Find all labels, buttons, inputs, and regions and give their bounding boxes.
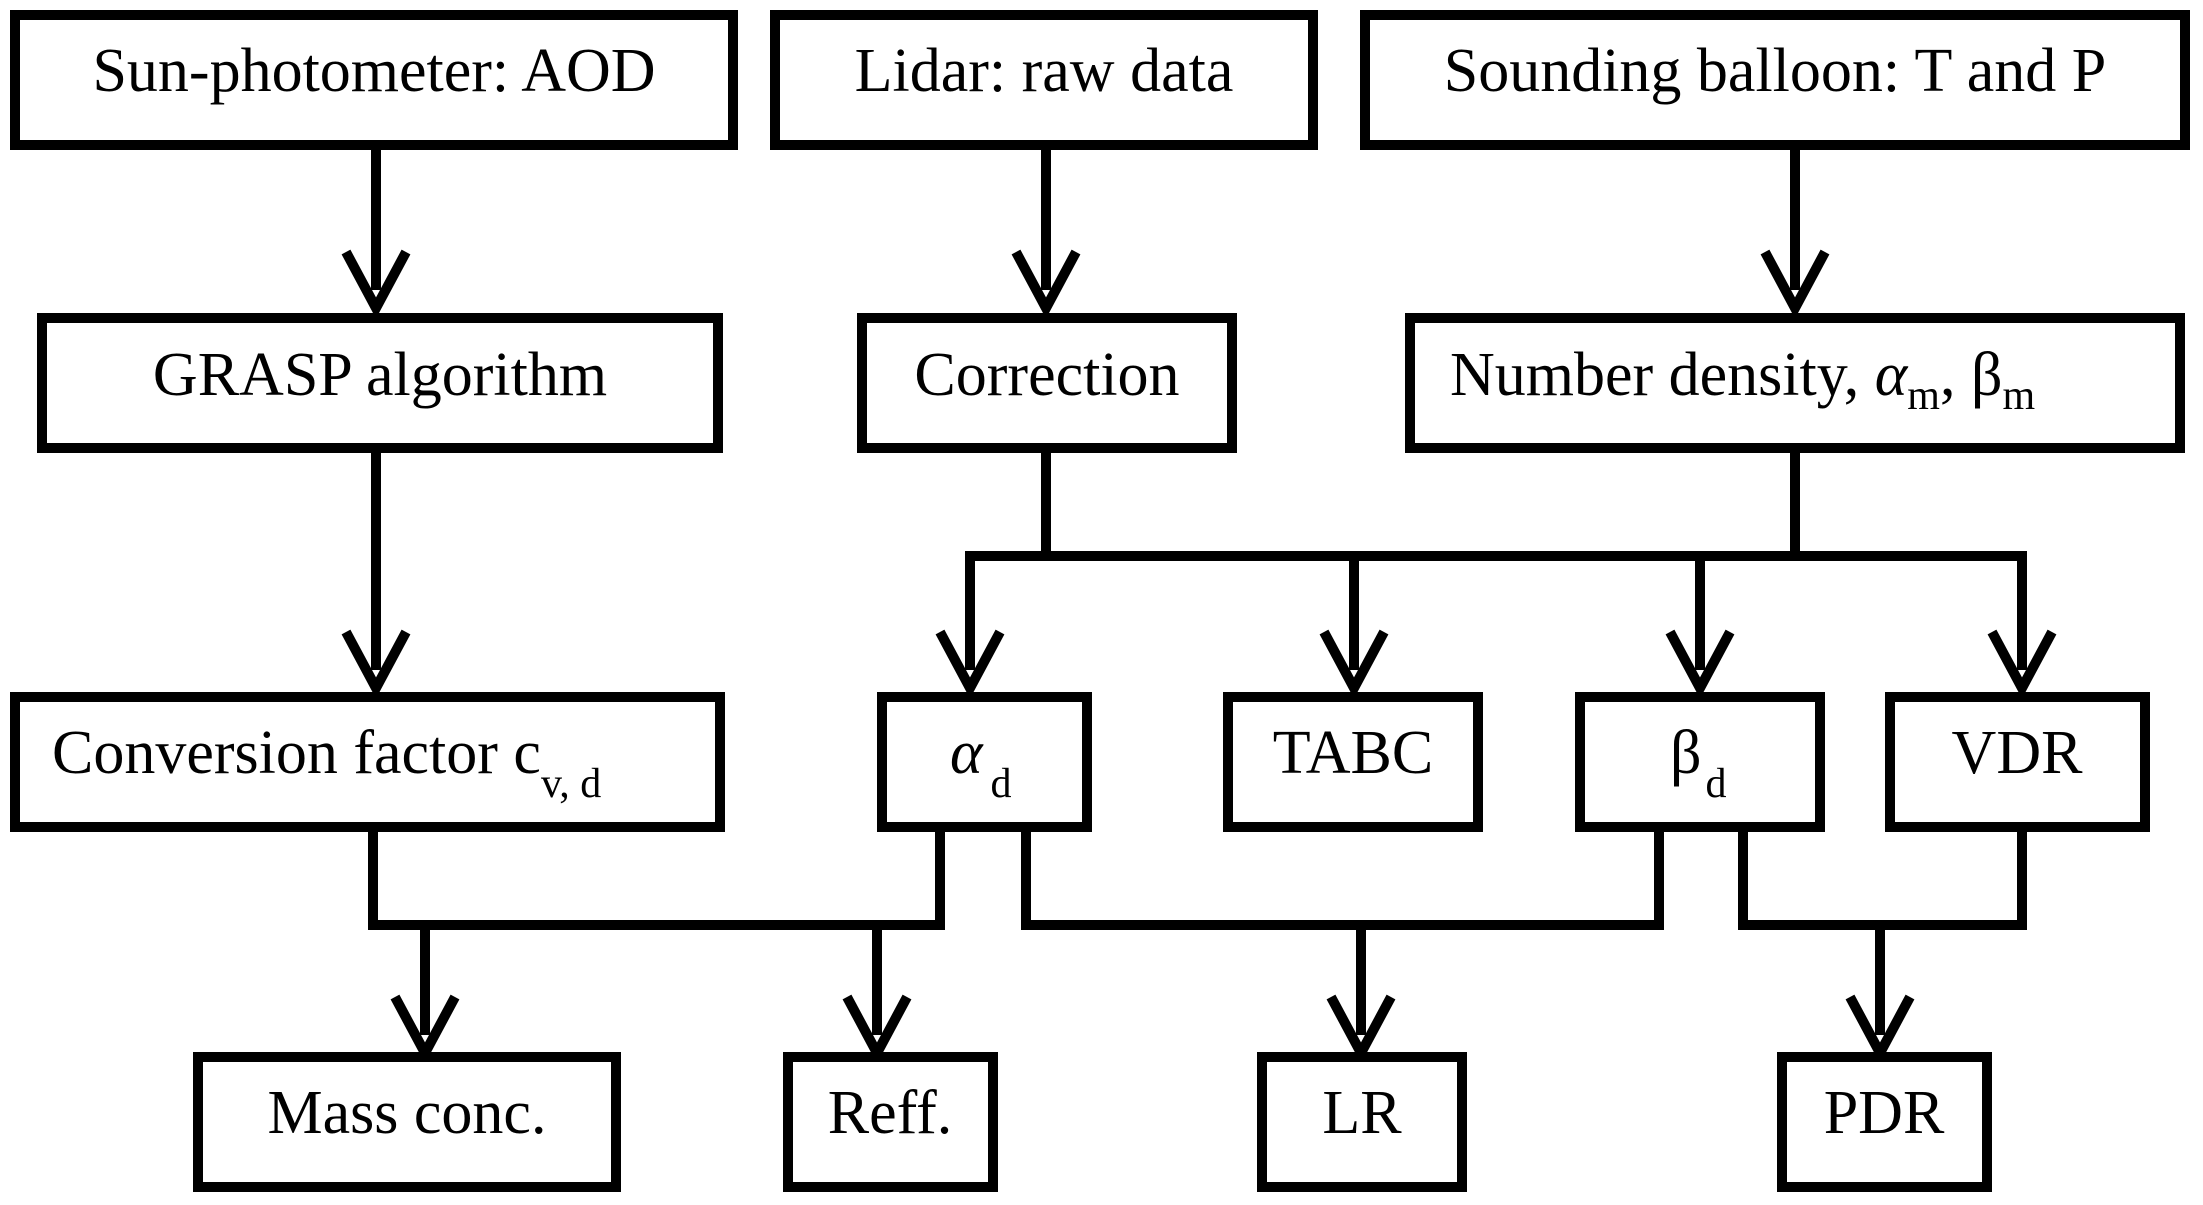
node-lr: LR	[1257, 1052, 1467, 1192]
conversion-factor-main: Conversion factor c	[52, 719, 541, 787]
node-number-density: Number density, αm, βm	[1405, 313, 2185, 453]
node-beta-d-label: βd	[1670, 719, 1727, 807]
node-number-density-label: Number density, αm, βm	[1450, 341, 2036, 419]
node-lidar: Lidar: raw data	[770, 10, 1318, 150]
node-pdr-label: PDR	[1824, 1079, 1945, 1147]
node-correction-label: Correction	[914, 341, 1179, 409]
node-correction: Correction	[857, 313, 1237, 453]
edges	[341, 145, 2057, 1064]
node-reff: Reff.	[783, 1052, 998, 1192]
beta-d-symbol: β	[1670, 719, 1702, 787]
node-lidar-label: Lidar: raw data	[855, 37, 1234, 105]
conversion-factor-sub: v, d	[541, 761, 601, 807]
arrowhead-conversion	[341, 629, 411, 699]
arrowhead-alpha-d	[935, 629, 1005, 699]
arrowhead-number-density	[1760, 249, 1830, 319]
arrowhead-grasp	[341, 249, 411, 319]
alpha-d-symbol: α	[950, 719, 984, 787]
node-conversion-factor: Conversion factor cv, d	[10, 692, 725, 832]
node-sun-photometer-label: Sun-photometer: AOD	[92, 37, 655, 105]
node-pdr: PDR	[1777, 1052, 1992, 1192]
arrowhead-tabc	[1319, 629, 1389, 699]
node-tabc-label: TABC	[1273, 719, 1433, 787]
node-tabc: TABC	[1223, 692, 1483, 832]
node-vdr-label: VDR	[1952, 719, 2084, 787]
number-density-alpha-sub: m	[1907, 373, 1940, 419]
arrowhead-beta-d	[1665, 629, 1735, 699]
nodes: Sun-photometer: AOD Lidar: raw data Soun…	[10, 10, 2190, 1192]
node-reff-label: Reff.	[828, 1079, 953, 1147]
number-density-alpha: α	[1875, 341, 1909, 409]
beta-d-sub: d	[1706, 761, 1727, 807]
node-vdr: VDR	[1885, 692, 2150, 832]
arrowhead-correction	[1011, 249, 1081, 319]
number-density-main: Number density,	[1450, 341, 1875, 409]
node-sounding-balloon: Sounding balloon: T and P	[1360, 10, 2190, 150]
node-grasp: GRASP algorithm	[37, 313, 723, 453]
number-density-beta: β	[1971, 341, 2003, 409]
node-sounding-balloon-label: Sounding balloon: T and P	[1444, 37, 2107, 105]
node-conversion-factor-label: Conversion factor cv, d	[52, 719, 601, 807]
alpha-d-sub: d	[991, 761, 1012, 807]
node-lr-label: LR	[1322, 1079, 1402, 1147]
node-sun-photometer: Sun-photometer: AOD	[10, 10, 738, 150]
number-density-beta-sub: m	[2003, 373, 2036, 419]
arrowhead-vdr	[1987, 629, 2057, 699]
node-grasp-label: GRASP algorithm	[153, 341, 607, 409]
node-beta-d: βd	[1575, 692, 1825, 832]
node-mass-conc: Mass conc.	[193, 1052, 621, 1192]
node-mass-conc-label: Mass conc.	[268, 1079, 547, 1147]
number-density-sep: ,	[1940, 341, 1971, 409]
